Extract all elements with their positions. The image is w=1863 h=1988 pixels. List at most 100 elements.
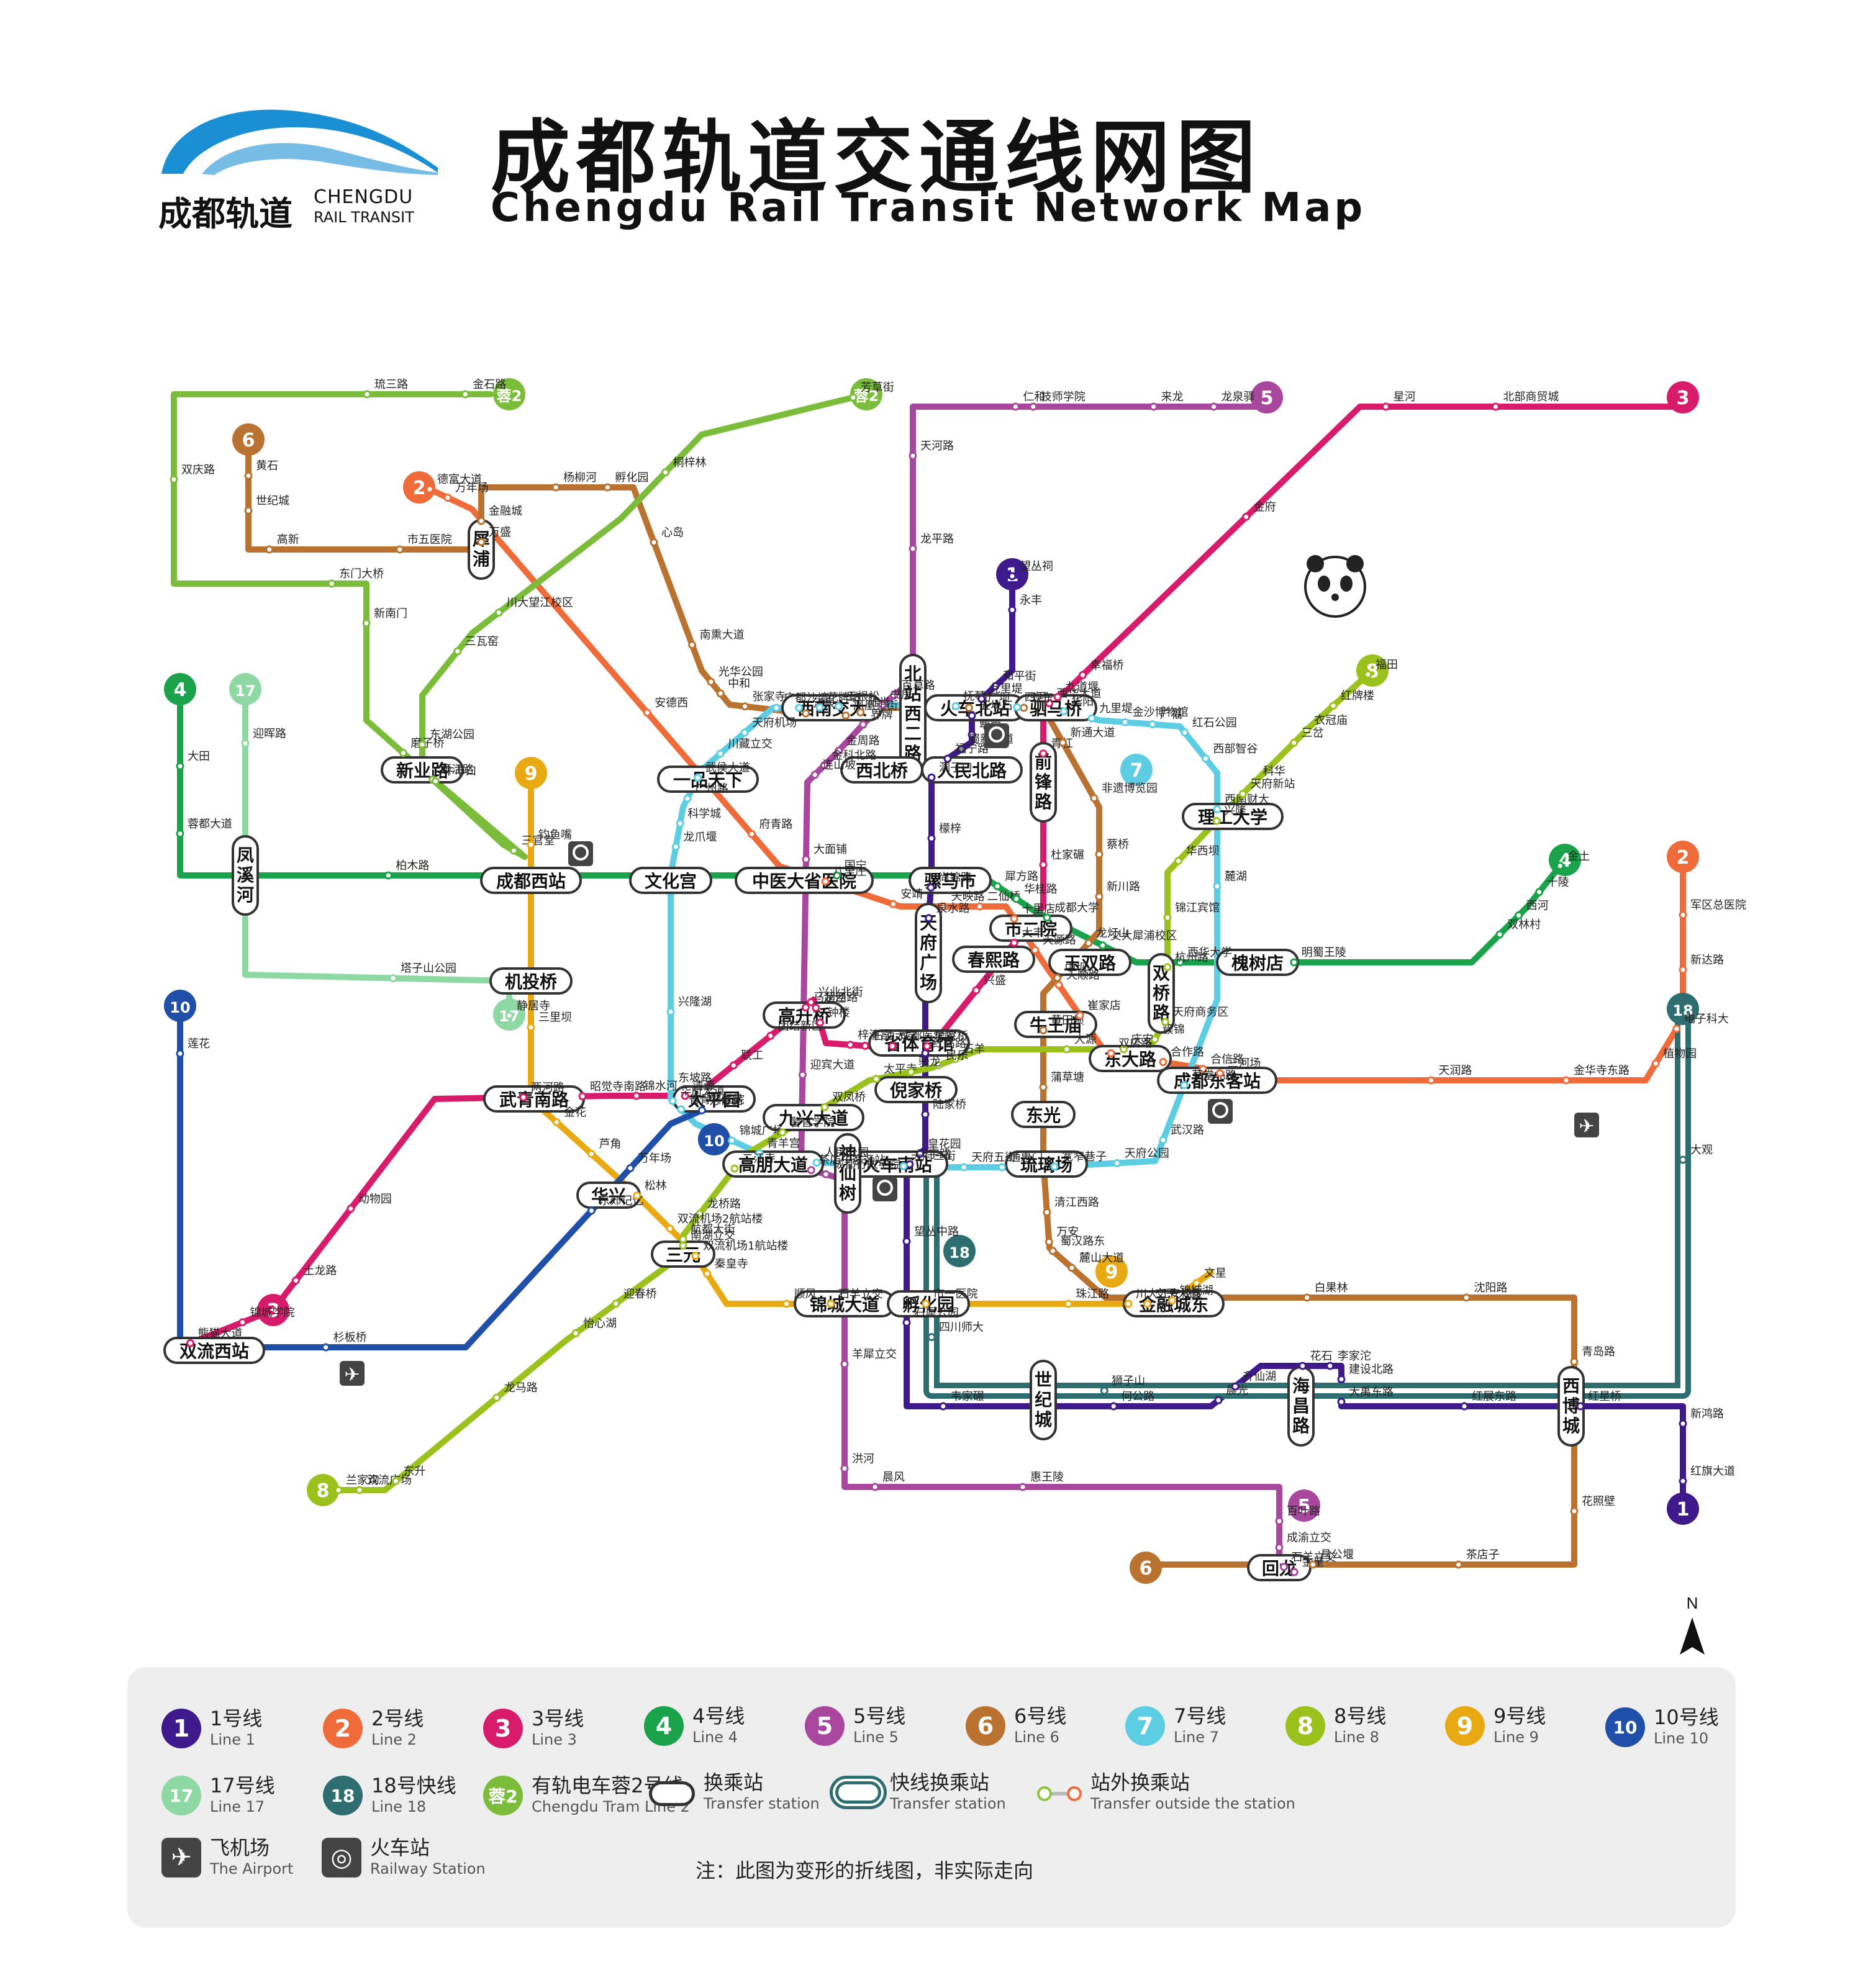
interchange-station[interactable]: 成都西站 [480, 867, 582, 894]
station[interactable]: 大田 [176, 750, 210, 770]
station[interactable]: 非遗博览园 [1090, 782, 1158, 803]
station[interactable]: 孵化园 [603, 471, 648, 492]
interchange-station[interactable]: 火车南站 [846, 1150, 948, 1178]
station[interactable]: 怡心湖 [571, 1317, 617, 1337]
station[interactable]: 郫筒 [968, 718, 1002, 739]
station[interactable]: 望丛中路 [902, 1225, 959, 1245]
station[interactable]: 幸福桥 [1079, 659, 1124, 679]
station[interactable]: 白果林 [1303, 1281, 1348, 1302]
station[interactable]: 川大江安校区 [1124, 1288, 1203, 1308]
station[interactable]: 福田 [1364, 658, 1398, 679]
station[interactable]: 和平街 [991, 670, 1036, 690]
station[interactable]: 熊猫大道 [186, 1327, 243, 1347]
station[interactable]: 天府五街 [959, 1151, 1016, 1172]
station[interactable]: 檬梓 [927, 822, 961, 843]
interchange-station[interactable]: 机投桥 [489, 967, 573, 995]
station[interactable]: 兴盛 [972, 974, 1006, 995]
station[interactable]: 世纪城 [244, 494, 289, 515]
station[interactable]: 大观 [1679, 1144, 1713, 1164]
interchange-station[interactable]: 前锋路 [1030, 742, 1057, 823]
station[interactable]: 双流机场1航站楼 [691, 1240, 788, 1260]
station[interactable]: 望丛祠 [1008, 560, 1053, 581]
station[interactable]: 金华寺东路 [1562, 1064, 1630, 1085]
station[interactable]: 四川师大 [927, 1321, 984, 1342]
station[interactable]: 昭觉寺南路 [578, 1080, 646, 1101]
interchange-station[interactable]: 锦城大道 [794, 1290, 895, 1317]
station[interactable]: 钟楼 [816, 1006, 850, 1027]
station[interactable]: 植物园 [1651, 1047, 1697, 1068]
station[interactable]: 武侯大道 [694, 762, 750, 782]
station[interactable]: 红旗大道 [1679, 1465, 1735, 1485]
station[interactable]: 市一医院 [922, 1288, 978, 1308]
station[interactable]: 桐梓林 [661, 456, 707, 477]
interchange-station[interactable]: 双流西站 [163, 1337, 265, 1364]
station[interactable]: 科华 [1251, 765, 1285, 785]
station[interactable]: 新川路 [1095, 880, 1140, 901]
interchange-station[interactable]: 东光 [1011, 1101, 1076, 1128]
station[interactable]: 天府三街 [899, 1150, 956, 1170]
station[interactable]: 新南门 [362, 607, 407, 628]
station[interactable]: 衣冠庙 [1302, 714, 1348, 734]
station[interactable]: 涌泉 [802, 697, 836, 718]
station[interactable]: 永丰 [1008, 594, 1042, 614]
station[interactable]: 青岛路 [1570, 1345, 1615, 1366]
station[interactable]: 西华大学 [1176, 946, 1232, 967]
station[interactable]: 天河路 [909, 440, 954, 460]
station[interactable]: 大禹东路 [1337, 1386, 1394, 1406]
station[interactable]: 天府新站 [1238, 778, 1295, 798]
station[interactable]: 清江西路 [1043, 1196, 1099, 1217]
station[interactable]: 五根松 [835, 690, 880, 711]
station[interactable]: 南湖立交 [679, 1229, 735, 1250]
station[interactable]: 莲花 [176, 1037, 210, 1058]
station[interactable]: 明蜀王陵 [1290, 946, 1346, 967]
station[interactable]: 狮子山 [1100, 1375, 1145, 1395]
station[interactable]: 陆家桥 [921, 1098, 966, 1119]
station[interactable]: 十里店 [1010, 903, 1055, 923]
station[interactable]: 羊犀立交 [840, 1348, 897, 1368]
station[interactable]: 金沙博物馆 [1121, 706, 1189, 726]
station[interactable]: 金周路 [835, 734, 880, 755]
interchange-station[interactable]: 凤溪河 [232, 835, 259, 916]
station[interactable]: 昌公堰 [1308, 1548, 1354, 1569]
station[interactable]: 升仙湖 [1231, 1370, 1276, 1391]
station[interactable]: 万年场 [626, 1152, 671, 1172]
station[interactable]: 府青路 [747, 818, 792, 838]
station[interactable]: 磨子桥 [399, 737, 444, 757]
station[interactable]: 土龙路 [291, 1264, 337, 1285]
station[interactable]: 光华公园 [707, 666, 763, 686]
station[interactable]: 川藏立交 [716, 738, 773, 758]
station[interactable]: 二仙桥 [976, 890, 1021, 911]
interchange-station[interactable]: 成都东客站 [1157, 1067, 1277, 1094]
station[interactable]: 天润路 [1426, 1064, 1472, 1085]
interchange-station[interactable]: 双桥路 [1148, 953, 1175, 1034]
interchange-station[interactable]: 世纪城 [1030, 1360, 1057, 1440]
interchange-station[interactable]: 三元 [651, 1240, 715, 1268]
station[interactable]: 南熏大道 [688, 629, 745, 649]
interchange-station[interactable]: 回龙 [1247, 1554, 1312, 1581]
station[interactable]: 四河 [1013, 691, 1047, 712]
station[interactable]: 迎春桥 [612, 1288, 657, 1308]
station[interactable]: 龙马路 [492, 1381, 538, 1402]
station[interactable]: 九里堤 [1087, 702, 1133, 723]
interchange-station[interactable]: 骡马市 [909, 867, 992, 894]
station[interactable]: 八里庄 [821, 865, 866, 886]
station[interactable]: 万安 [1045, 1226, 1079, 1246]
station[interactable]: 龙泾 [812, 992, 846, 1012]
station[interactable]: 惠王陵 [1018, 1471, 1064, 1491]
station[interactable]: 两河路 [519, 1081, 564, 1101]
station[interactable]: 技师学院 [1029, 391, 1086, 411]
station[interactable]: 天宇路 [905, 1148, 951, 1168]
station[interactable]: 蜀新大道 [957, 733, 1013, 754]
station[interactable]: 通惠门 [997, 1151, 1043, 1172]
station[interactable]: 梓潼宫 [846, 1029, 891, 1049]
station[interactable]: 星河 [1382, 391, 1416, 411]
interchange-station[interactable]: 中医大省医院 [735, 867, 874, 894]
interchange-station[interactable]: 西南交大 [781, 694, 883, 721]
interchange-station[interactable]: 驷马桥 [1014, 694, 1097, 721]
station[interactable]: 合信路 [1199, 1053, 1244, 1073]
station[interactable]: 红星桥 [1576, 1390, 1621, 1411]
station[interactable]: 金星 [1290, 1556, 1324, 1576]
station[interactable]: 东升 [391, 1465, 425, 1486]
station[interactable]: 杉板桥 [322, 1331, 367, 1352]
station[interactable]: 德富大道 [425, 473, 482, 494]
